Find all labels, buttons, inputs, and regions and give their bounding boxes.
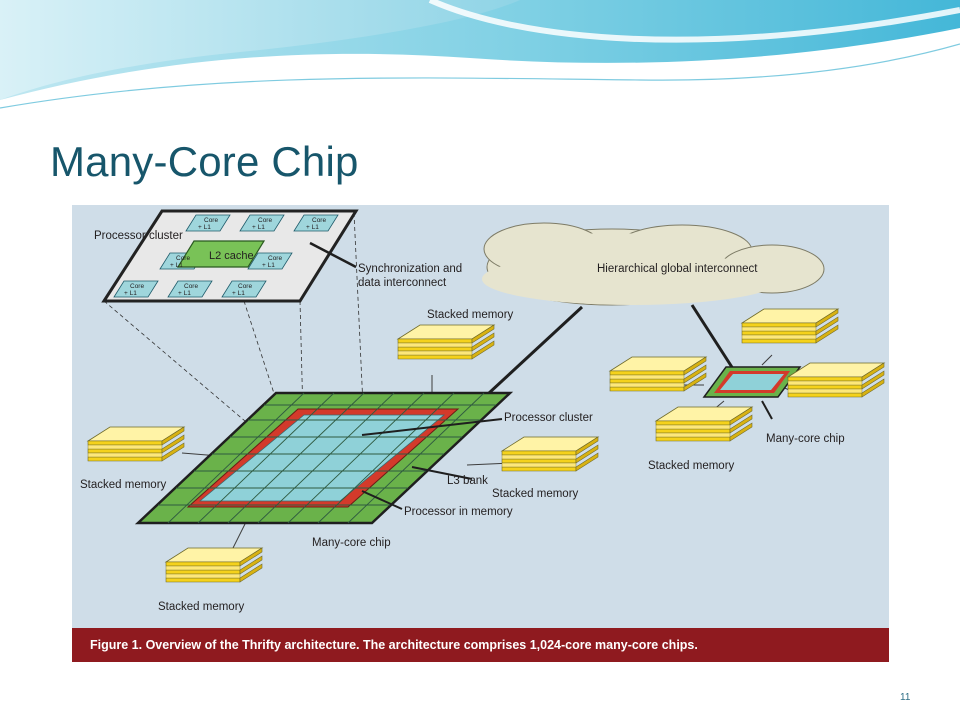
stacked-memory-small-top [741, 308, 839, 344]
many-core-chip-main-label: Many-core chip [312, 537, 391, 549]
l2-cache-label: L2 cache [209, 250, 254, 262]
l1-label: + L1 [124, 290, 137, 297]
stacked-memory-right [501, 436, 599, 472]
core-label: Core [176, 255, 190, 262]
link-small-chip-interconnect [690, 304, 739, 376]
wave-line [0, 29, 960, 105]
core-label: Core [312, 217, 326, 224]
hierarchical-interconnect-label: Hierarchical global interconnect [597, 263, 758, 275]
stacked-memory-small-bottom [655, 406, 753, 442]
core-label: Core [258, 217, 272, 224]
l3-bank-label: L3 bank [447, 475, 488, 487]
wave-front [0, 0, 520, 100]
architecture-diagram: L2 cache Core + L1 Core + L1 Core + L1 C… [80, 209, 885, 613]
l1-label: + L1 [170, 262, 183, 269]
slide-title: Many-Core Chip [50, 138, 359, 185]
stacked-memory-small-left [609, 356, 707, 392]
stacked-memory-small-label: Stacked memory [648, 460, 735, 472]
processor-in-memory-label: Processor in memory [404, 506, 513, 518]
stacked-memory-small-right [787, 362, 885, 398]
sync-interconnect-label-2: data interconnect [358, 277, 447, 289]
page-number: 11 [900, 692, 911, 703]
many-core-chip-small-label: Many-core chip [766, 433, 845, 445]
l1-label: + L1 [232, 290, 245, 297]
core-label: Core [238, 283, 252, 290]
core-label: Core [184, 283, 198, 290]
figure-caption: Figure 1. Overview of the Thrifty archit… [72, 628, 889, 662]
global-interconnect-cloud [482, 222, 825, 306]
small-many-core-chip [672, 354, 802, 420]
stacked-memory-left-label: Stacked memory [80, 479, 167, 491]
l1-label: + L1 [178, 290, 191, 297]
core-label: Core [130, 283, 144, 290]
stacked-memory-top [397, 324, 495, 360]
stacked-memory-bottom-label: Stacked memory [158, 601, 245, 613]
architecture-figure: L2 cache Core + L1 Core + L1 Core + L1 C… [72, 205, 889, 662]
processor-in-memory-pointer [361, 490, 403, 510]
main-many-core-chip [134, 391, 514, 525]
wave-banner [0, 0, 960, 109]
l1-label: + L1 [252, 224, 265, 231]
l1-label: + L1 [306, 224, 319, 231]
processor-cluster-detail: L2 cache Core + L1 Core + L1 Core + L1 C… [101, 209, 359, 303]
wave-highlight [428, 0, 960, 43]
stacked-memory-bottom [165, 547, 263, 583]
stacked-memory-top-label: Stacked memory [427, 309, 514, 321]
core-label: Core [204, 217, 218, 224]
wave-line-thin [0, 43, 960, 109]
l2-cache-block [176, 240, 266, 268]
l3-bank-pointer [411, 466, 473, 480]
sync-interconnect-label-1: Synchronization and [358, 263, 462, 275]
processor-cluster-top-label: Processor cluster [94, 230, 183, 242]
processor-cluster-pointer [361, 418, 503, 436]
core-label: Core [268, 255, 282, 262]
link-bottom-memory [231, 519, 248, 551]
l1-label: + L1 [198, 224, 211, 231]
processor-cluster-main-label: Processor cluster [504, 412, 593, 424]
stacked-memory-left [87, 426, 185, 462]
stacked-memory-right-label: Stacked memory [492, 488, 579, 500]
l1-label: + L1 [262, 262, 275, 269]
sync-interconnect-pointer [309, 241, 357, 269]
